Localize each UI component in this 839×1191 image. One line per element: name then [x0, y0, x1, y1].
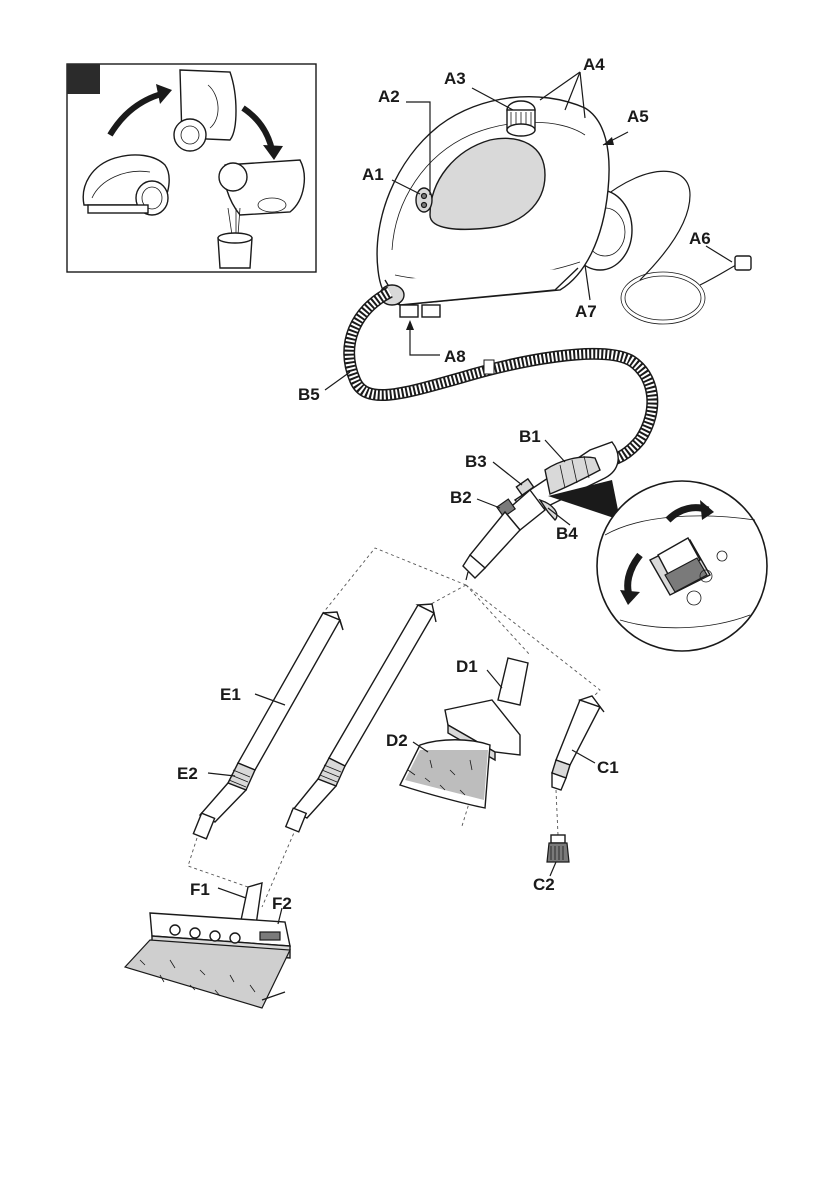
label-a4: A4	[583, 55, 605, 74]
label-d1: D1	[456, 657, 478, 676]
label-b1: B1	[519, 427, 541, 446]
power-plug	[735, 256, 751, 270]
round-brush	[547, 835, 569, 862]
label-b4: B4	[556, 524, 578, 543]
label-b2: B2	[450, 488, 472, 507]
label-f1: F1	[190, 880, 210, 899]
brush-attachment	[400, 740, 490, 808]
label-b5: B5	[298, 385, 320, 404]
label-c2: C2	[533, 875, 555, 894]
floor-head	[125, 883, 290, 1008]
steam-cleaner-body	[377, 97, 751, 324]
label-a7: A7	[575, 302, 597, 321]
label-a8: A8	[444, 347, 466, 366]
label-a6: A6	[689, 229, 711, 248]
switch-detail	[548, 480, 767, 651]
label-a1: A1	[362, 165, 384, 184]
inset-water-cup	[218, 233, 252, 268]
label-a3: A3	[444, 69, 466, 88]
label-f2: F2	[272, 894, 292, 913]
label-b3: B3	[465, 452, 487, 471]
label-e2: E2	[177, 764, 198, 783]
extension-tube-left	[193, 612, 343, 839]
label-a5: A5	[627, 107, 649, 126]
assembly-guides	[188, 548, 600, 907]
label-a2: A2	[378, 87, 400, 106]
inset-unit-tilted	[174, 70, 236, 151]
hose	[349, 292, 652, 460]
label-c1: C1	[597, 758, 619, 777]
inset-panel	[67, 64, 316, 272]
label-d2: D2	[386, 731, 408, 750]
inset-tab	[67, 64, 100, 94]
label-e1: E1	[220, 685, 241, 704]
